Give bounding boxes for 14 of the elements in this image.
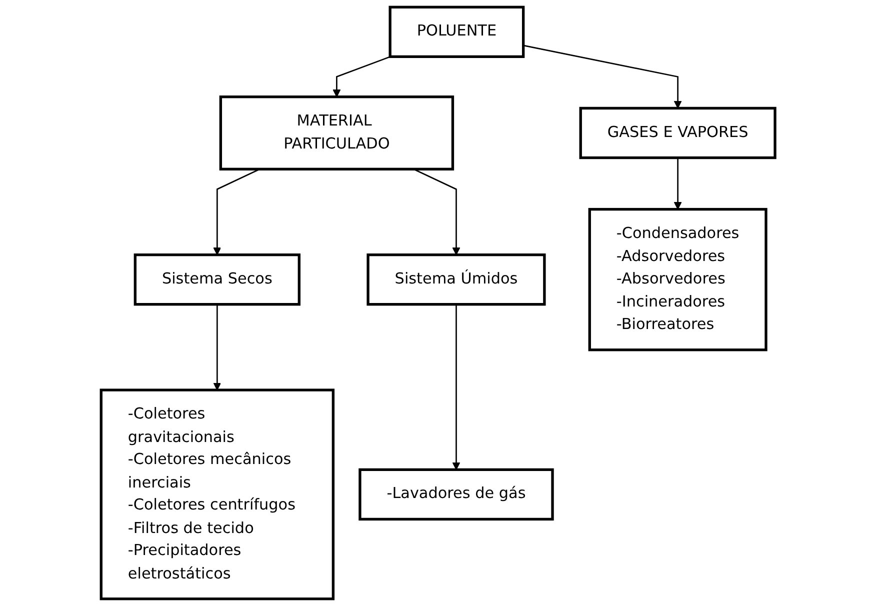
arrow	[674, 158, 682, 210]
arrow	[524, 44, 682, 109]
node-box: -Lavadores de gás	[359, 468, 554, 521]
arrow	[214, 304, 222, 390]
node-box: POLUENTE	[389, 6, 526, 58]
arrow	[333, 56, 392, 98]
node-box: Sistema Úmidos	[367, 253, 546, 306]
node-box: -Coletores gravitacionais -Coletores mecânicos inerciais -Coletores centrífugos -Filtros de tecido -Precipitadores eletrostáticos	[100, 388, 335, 600]
node-box: Sistema Secos	[134, 253, 301, 306]
node-box: -Condensadores -Adsorvedores -Absorvedores -Incineradores -Biorreatores	[588, 208, 768, 352]
arrow	[414, 168, 461, 256]
arrow	[452, 304, 461, 470]
node-box: MATERIAL PARTICULADO	[220, 96, 454, 170]
node-box: GASES E VAPORES	[580, 106, 777, 160]
